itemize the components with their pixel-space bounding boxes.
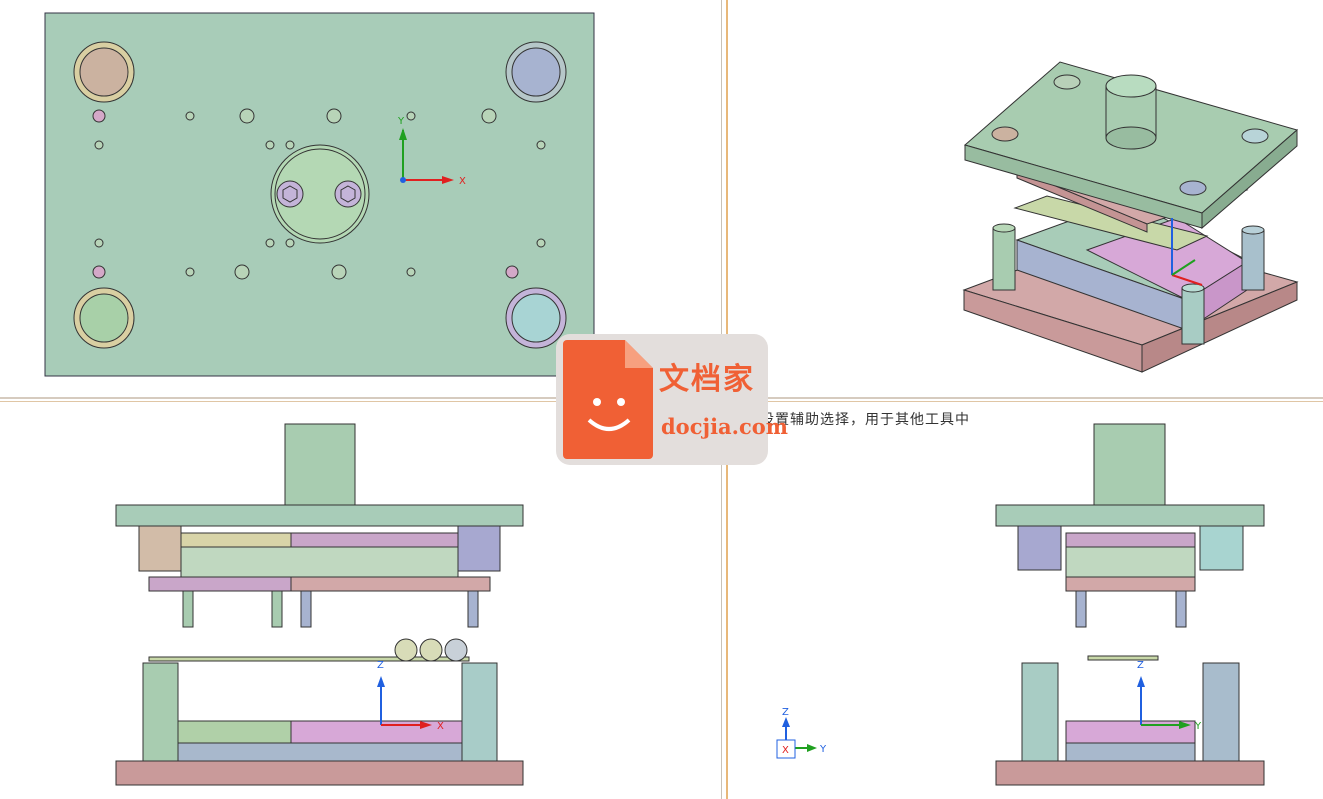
plate-holes bbox=[92, 108, 546, 280]
front-guide-pillar-right bbox=[461, 662, 498, 764]
iso-shank bbox=[1105, 74, 1157, 150]
front-left-bushing bbox=[138, 525, 182, 572]
document-icon bbox=[563, 340, 653, 459]
viewport-side-view[interactable]: Z Y X Z Y bbox=[727, 403, 1323, 799]
axis-label-y: Y bbox=[1194, 721, 1202, 732]
side-die-base bbox=[1065, 742, 1196, 762]
side-bottom-plate bbox=[995, 760, 1265, 786]
front-bottom-plate bbox=[115, 760, 524, 786]
side-view-drawing: Z Y X Z Y bbox=[776, 423, 1265, 786]
front-die-base bbox=[177, 742, 463, 762]
axis-triad-top-view: Y X bbox=[397, 116, 466, 187]
triad-label-z: Z bbox=[782, 707, 789, 718]
viewport-front-view[interactable]: Z X bbox=[0, 403, 721, 799]
view-orientation-triad: X Z Y bbox=[776, 707, 827, 759]
front-stripper-right bbox=[290, 576, 491, 592]
front-punches bbox=[180, 546, 459, 578]
axis-label-y: Y bbox=[397, 116, 405, 127]
watermark-url: docjia.com bbox=[661, 414, 788, 439]
axis-label-x: X bbox=[437, 721, 444, 732]
axis-label-z: Z bbox=[377, 660, 384, 671]
iso-strip bbox=[1013, 195, 1209, 251]
bushing-top-right bbox=[505, 41, 567, 103]
side-guide-pillar-left bbox=[1021, 662, 1059, 764]
watermark-logo: 文档家 docjia.com bbox=[556, 334, 788, 465]
axis-triad-front-view: Z X bbox=[377, 660, 444, 732]
side-left-bushing bbox=[1017, 525, 1062, 571]
side-top-plate bbox=[995, 504, 1265, 527]
viewport-iso-view[interactable] bbox=[727, 0, 1323, 397]
iso-guide-pillars bbox=[992, 223, 1265, 345]
triad-label-x: X bbox=[782, 745, 789, 756]
status-hint-text: 设置辅助选择，用于其他工具中 bbox=[760, 412, 970, 428]
axis-triad-side-view: Z Y bbox=[1137, 660, 1202, 732]
watermark-title: 文档家 bbox=[659, 362, 755, 397]
front-right-bushing bbox=[457, 525, 501, 572]
front-view-drawing: Z X bbox=[115, 423, 524, 786]
side-punch-holder bbox=[1065, 532, 1196, 548]
top-view-drawing: Y X bbox=[44, 12, 595, 377]
iso-view-drawing bbox=[962, 61, 1299, 373]
front-strip bbox=[148, 656, 470, 662]
locating-ring bbox=[270, 144, 370, 244]
bushing-bottom-right bbox=[505, 287, 567, 349]
front-guide-pillar-left bbox=[142, 662, 179, 764]
viewport-top-view[interactable]: Y X bbox=[0, 0, 721, 397]
triad-label-y: Y bbox=[819, 744, 827, 755]
side-stripper bbox=[1065, 576, 1196, 592]
front-die-left bbox=[177, 720, 292, 744]
bushing-top-left bbox=[73, 41, 135, 103]
bushing-bottom-left bbox=[73, 287, 135, 349]
side-right-bushing bbox=[1199, 525, 1244, 571]
front-top-plate bbox=[115, 504, 524, 527]
front-punch-holder-right bbox=[290, 532, 459, 548]
axis-label-z: Z bbox=[1137, 660, 1144, 671]
axis-label-x: X bbox=[459, 176, 466, 187]
side-punches bbox=[1065, 546, 1196, 578]
front-shank bbox=[284, 423, 356, 507]
side-guide-pillar-right bbox=[1202, 662, 1240, 764]
front-punch-holder-left bbox=[180, 532, 292, 548]
side-shank bbox=[1093, 423, 1166, 507]
front-stripper-left bbox=[148, 576, 292, 592]
side-strip bbox=[1087, 655, 1159, 661]
iso-axis-triad bbox=[1171, 218, 1203, 286]
